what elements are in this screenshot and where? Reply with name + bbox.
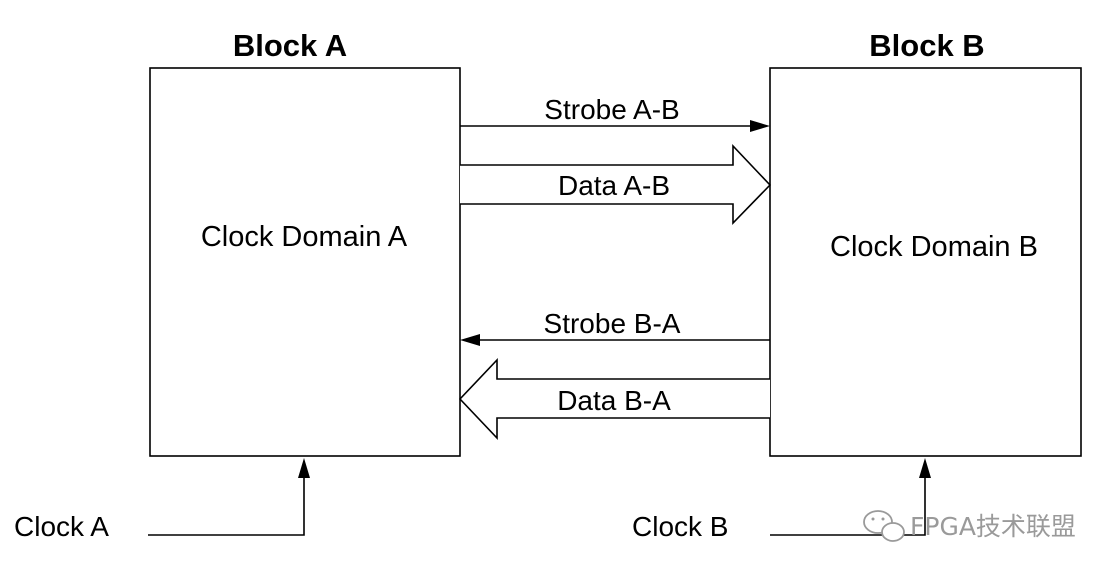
data-b-a-bus-arrow — [458, 357, 770, 441]
data-a-b-bus-arrow — [460, 143, 772, 225]
clock-b-label: Clock B — [632, 511, 728, 542]
clock-a-arrow — [148, 458, 310, 536]
block-b-box — [769, 67, 1082, 457]
watermark-text: FPGA技术联盟 — [910, 512, 1076, 541]
clock-a-label: Clock A — [14, 511, 109, 542]
data-a-b-label: Data A-B — [558, 170, 670, 201]
strobe-b-a-arrow — [460, 334, 770, 346]
strobe-a-b-arrow — [460, 120, 770, 132]
strobe-b-a-label: Strobe B-A — [544, 308, 681, 339]
clock-domain-b-label: Clock Domain B — [830, 231, 1038, 263]
clock-b-arrow — [770, 458, 931, 536]
clock-domain-a-label: Clock Domain A — [201, 221, 408, 253]
strobe-a-b-label: Strobe A-B — [544, 94, 679, 125]
block-a-box — [149, 67, 461, 457]
wechat-icon — [863, 510, 905, 542]
block-b-title: Block B — [869, 28, 984, 63]
data-b-a-label: Data B-A — [557, 385, 671, 416]
block-a-title: Block A — [233, 28, 347, 63]
